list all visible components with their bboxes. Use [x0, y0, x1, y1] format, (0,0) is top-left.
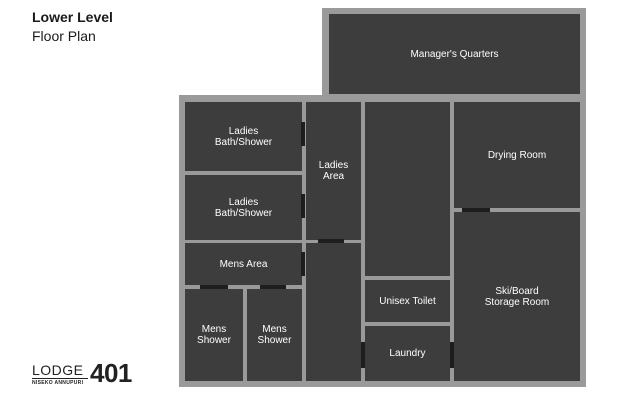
door-laundry-right — [450, 342, 454, 368]
door-mens-area — [301, 252, 305, 276]
door-ladies-area — [318, 239, 344, 243]
room-ski-board-storage: Ski/Board Storage Room — [454, 212, 580, 381]
room-center-column — [365, 102, 450, 276]
door-laundry-left — [361, 342, 365, 368]
logo-word: LODGE — [32, 362, 84, 378]
room-unisex-toilet: Unisex Toilet — [365, 280, 450, 322]
floor-title: Lower Level — [32, 9, 113, 25]
door-mens-shower-1 — [200, 285, 228, 289]
logo-underline — [32, 378, 88, 379]
room-ladies-bath-shower-1: Ladies Bath/Shower — [185, 102, 302, 171]
room-mens-shower-2: Mens Shower — [247, 289, 302, 381]
room-laundry: Laundry — [365, 326, 450, 381]
door-ladies-bath-1 — [301, 122, 305, 146]
room-managers-quarters: Manager's Quarters — [329, 14, 580, 94]
room-mens-shower-1: Mens Shower — [185, 289, 243, 381]
room-mens-area: Mens Area — [185, 243, 302, 285]
floor-subtitle: Floor Plan — [32, 28, 96, 44]
room-ladies-area: Ladies Area — [306, 102, 361, 240]
door-mens-shower-2 — [260, 285, 286, 289]
door-ladies-bath-2 — [301, 194, 305, 218]
room-ladies-bath-shower-2: Ladies Bath/Shower — [185, 175, 302, 240]
room-drying-room: Drying Room — [454, 102, 580, 208]
room-corridor — [306, 243, 361, 381]
door-drying-room — [462, 208, 490, 212]
title-block: Lower Level Floor Plan — [32, 8, 113, 46]
logo-location: NISEKO ANNUPURI — [32, 380, 84, 386]
logo-number: 401 — [90, 358, 132, 388]
